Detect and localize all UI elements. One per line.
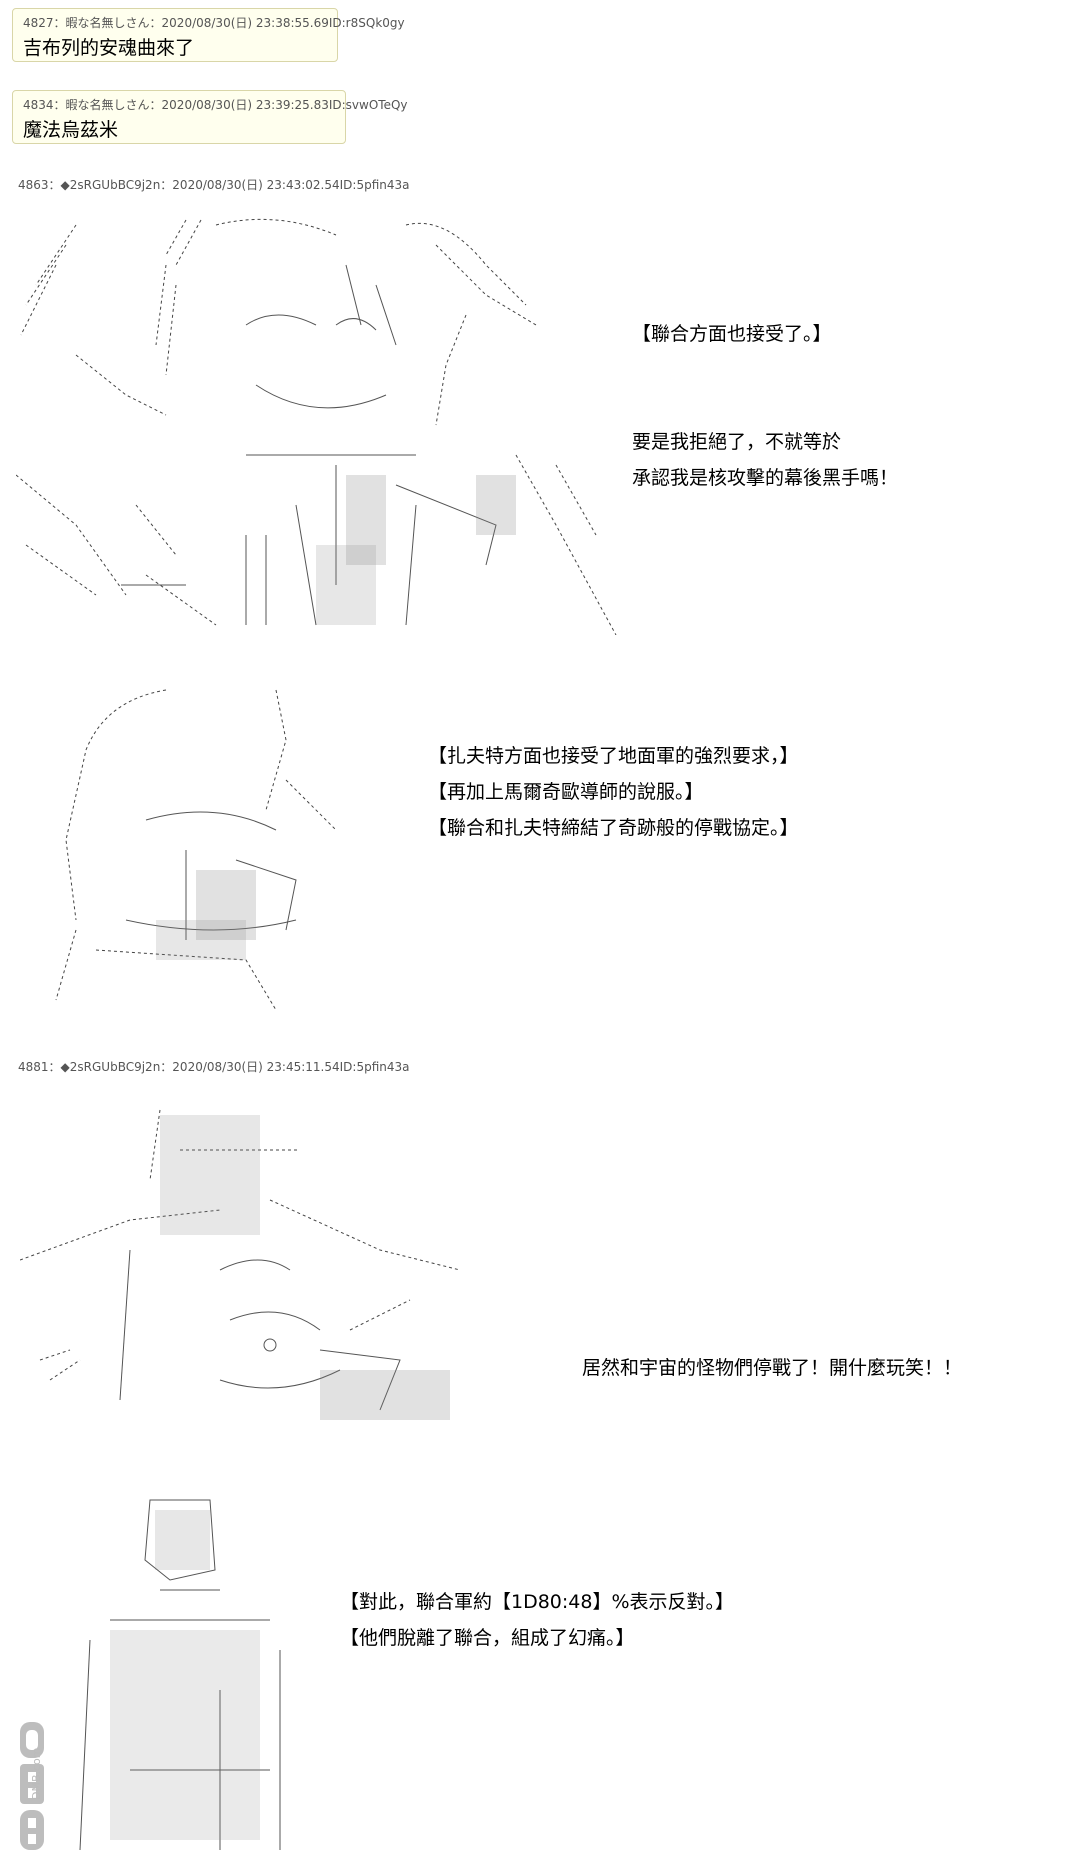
- dialog-line: ​: [632, 388, 898, 424]
- post-header-4863: 4863：◆2sRGUbBC9j2n：2020/08/30(日) 23:43:0…: [18, 178, 410, 192]
- dialog-line: 【他們脫離了聯合，組成了幻痛。】: [340, 1627, 635, 1649]
- dialog-line: 承認我是核攻擊的幕後黑手嗎！: [632, 467, 899, 489]
- dialog-line: 【再加上馬爾奇歐導師的說服。】: [428, 781, 704, 803]
- reply-header: 4834：暇な名無しさん：2020/08/30(日) 23:39:25.83ID…: [23, 98, 408, 112]
- reply-4827: 4827：暇な名無しさん：2020/08/30(日) 23:38:55.69ID…: [12, 8, 405, 62]
- dialog-panel-2: 【扎夫特方面也接受了地面軍的強烈要求，】 【再加上馬爾奇歐導師的說服。】 【聯合…: [428, 738, 799, 846]
- watermark-domain: .com: [30, 1747, 43, 1775]
- dialog-panel-3: 居然和宇宙的怪物們停戰了！開什麼玩笑！！: [582, 1350, 962, 1386]
- ascii-art-character-3: [20, 1100, 490, 1430]
- watermark-site: DMB.com: [30, 1747, 43, 1800]
- reply-4834: 4834：暇な名無しさん：2020/08/30(日) 23:39:25.83ID…: [12, 90, 408, 144]
- dialog-line: 居然和宇宙的怪物們停戰了！開什麼玩笑！！: [582, 1357, 963, 1379]
- dialog-line: ​: [632, 352, 898, 388]
- post-header-4881: 4881：◆2sRGUbBC9j2n：2020/08/30(日) 23:45:1…: [18, 1060, 410, 1074]
- reply-header: 4827：暇な名無しさん：2020/08/30(日) 23:38:55.69ID…: [23, 16, 405, 30]
- ascii-art-lines: [20, 1109, 461, 1420]
- ascii-art-lines: [16, 218, 617, 635]
- dialog-line: 【扎夫特方面也接受了地面軍的強烈要求，】: [428, 745, 799, 767]
- watermark-logo: [14, 1718, 50, 1858]
- dialog-line: 【對此，聯合軍約【1D80:48】%表示反對。】: [340, 1591, 735, 1613]
- ascii-art-lines: [55, 689, 337, 1011]
- dialog-panel-4: 【對此，聯合軍約【1D80:48】%表示反對。】 【他們脫離了聯合，組成了幻痛。…: [340, 1584, 734, 1656]
- watermark-logo-text: DMB: [30, 1774, 43, 1800]
- ascii-art-character-1: [16, 205, 626, 635]
- reply-message: 吉布列的安魂曲來了: [23, 37, 195, 59]
- ascii-art-lines: [79, 1499, 281, 1850]
- dmb-logo-icon: [20, 1722, 44, 1850]
- dialog-line: 要是我拒絕了，不就等於: [632, 431, 842, 453]
- ascii-art-character-2: [16, 680, 346, 1020]
- dialog-panel-1: 【聯合方面也接受了。】 ​ ​ 要是我拒絕了，不就等於 承認我是核攻擊的幕後黑手…: [632, 316, 898, 496]
- dialog-line: 【聯合和扎夫特締結了奇跡般的停戰協定。】: [428, 817, 799, 839]
- reply-message: 魔法烏茲米: [23, 119, 119, 141]
- ascii-art-character-4: [20, 1490, 300, 1850]
- dialog-line: 【聯合方面也接受了。】: [632, 323, 832, 345]
